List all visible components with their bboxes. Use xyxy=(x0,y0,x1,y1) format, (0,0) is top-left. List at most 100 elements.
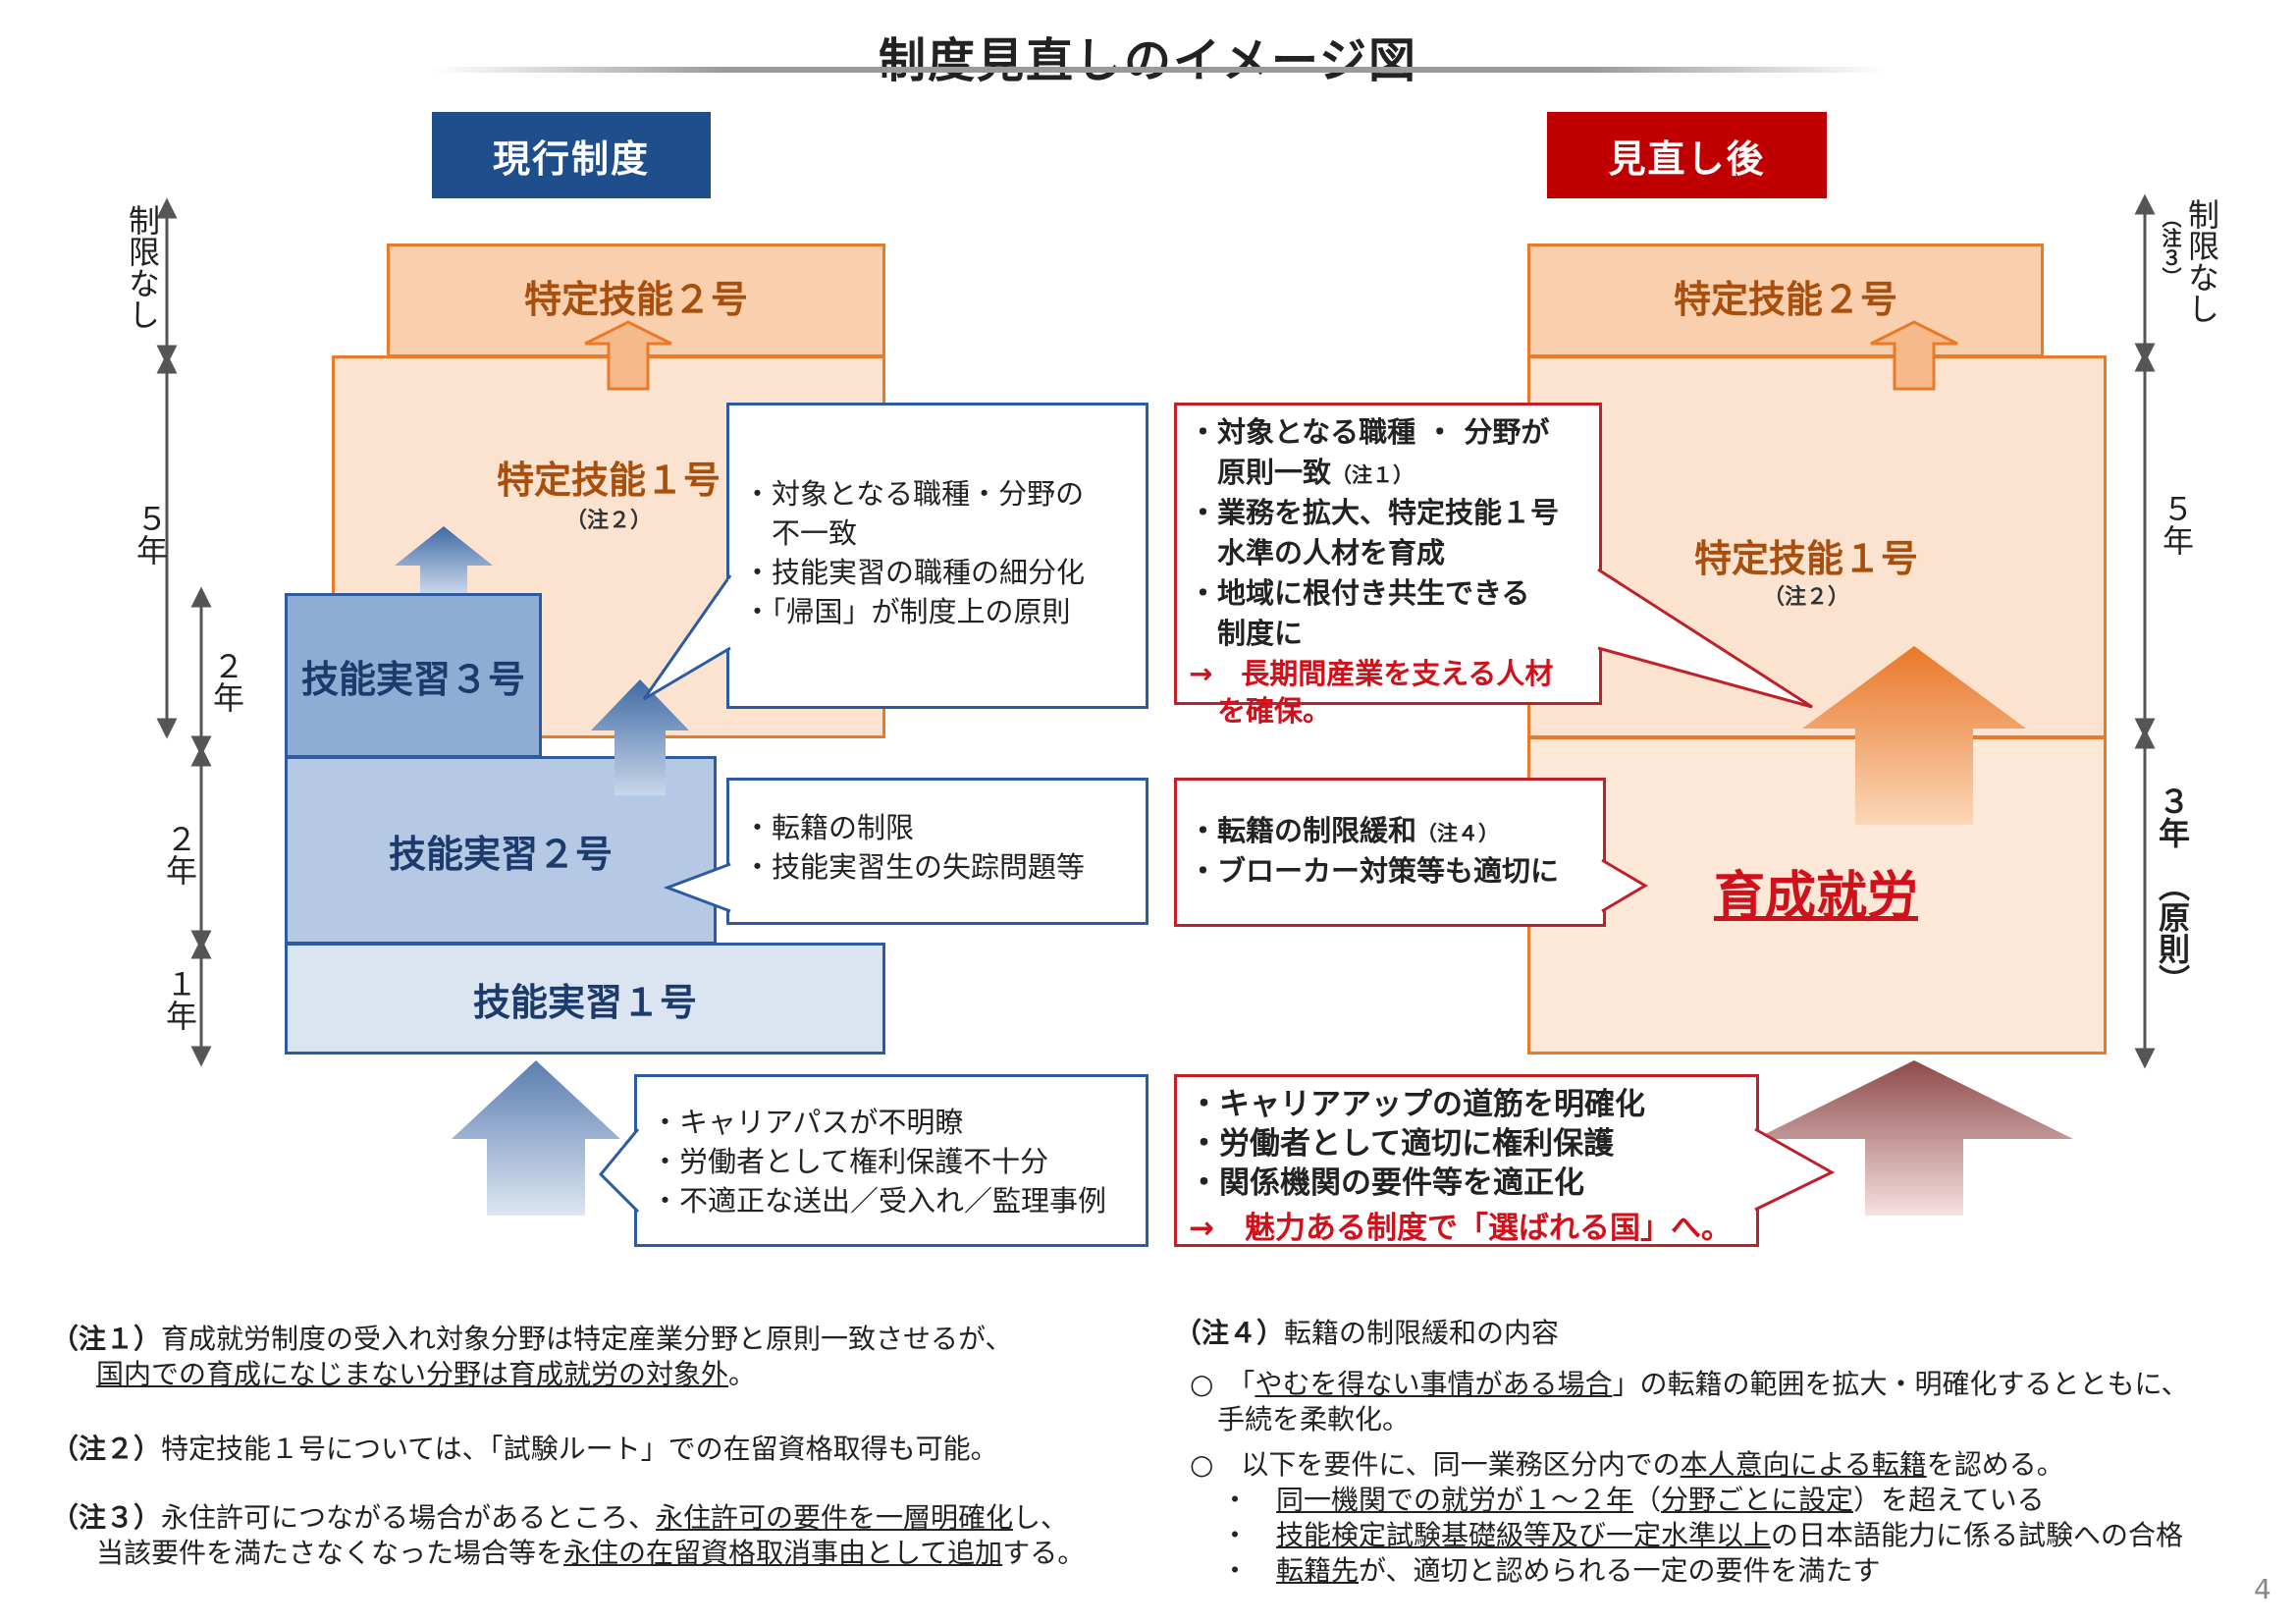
left-callout-top-line: ・「帰国」が制度上の原則 xyxy=(743,595,1071,628)
note-1-text: 育成就労制度の受入れ対象分野は特定産業分野と原則一致させるが、 xyxy=(161,1323,1013,1355)
left-duration-scale xyxy=(156,197,212,1067)
note-4-text: が、適切と認められる一定の要件を満たす xyxy=(1359,1554,1881,1587)
note-4-text: ・ xyxy=(1221,1519,1277,1551)
left-jisshu-1-label: 技能実習１号 xyxy=(472,980,697,1024)
title-underline xyxy=(432,67,1885,73)
note-1-end: 。 xyxy=(728,1358,757,1390)
left-jisshu-3-label: 技能実習３号 xyxy=(300,657,525,701)
left-duration-one: １年 xyxy=(161,968,198,1031)
note-4-text: ・ xyxy=(1221,1484,1277,1516)
right-callout-top-line: ・業務を拡大、特定技能１号 xyxy=(1189,496,1560,529)
right-duration-five: ５年 xyxy=(2158,493,2195,556)
right-callout-middle-line: ・転籍の制限緩和 xyxy=(1189,814,1417,847)
note-2-text: 特定技能１号については、「試験ルート」での在留資格取得も可能。 xyxy=(161,1433,998,1465)
left-tokutei-2-block: 特定技能２号 xyxy=(387,244,885,357)
note-4-point-2: ○ 以下を要件に、同一業務区分内での本人意向による転籍を認める。 xyxy=(1190,1447,2064,1483)
note-2: （注２）特定技能１号については、「試験ルート」での在留資格取得も可能。 xyxy=(51,1432,998,1467)
left-callout-bottom-line: ・労働者として権利保護不十分 xyxy=(651,1145,1049,1178)
note-4-bullet-3: ・ 転籍先が、適切と認められる一定の要件を満たす xyxy=(1221,1553,1880,1589)
left-callout-top: ・対象となる職種・分野の 不一致 ・技能実習の職種の細分化 ・「帰国」が制度上の… xyxy=(726,403,1148,709)
note-4-underlined: 技能検定試験基礎級等及び一定水準以上 xyxy=(1276,1519,1772,1551)
note-3-text: し、 xyxy=(1013,1501,1069,1534)
note-3-underlined: 永住許可の要件を一層明確化 xyxy=(656,1501,1014,1534)
note-2-label: （注２） xyxy=(51,1433,162,1465)
right-tokutei-1-note: （注２） xyxy=(1762,585,1849,610)
note-4-label: （注４） xyxy=(1174,1317,1285,1349)
note-1-label: （注１） xyxy=(51,1323,162,1355)
right-tokutei-1-label: 特定技能１号 xyxy=(1693,537,1918,580)
note-3-underlined: 永住の在留資格取消事由として追加 xyxy=(563,1537,1003,1569)
note-4-bullet-2: ・ 技能検定試験基礎級等及び一定水準以上の日本語能力に係る試験への合格 xyxy=(1221,1518,2183,1553)
left-callout-top-line: 不一致 xyxy=(743,516,858,550)
note-4-text: を認める。 xyxy=(1926,1448,2064,1481)
left-callout-bottom: ・キャリアパスが不明瞭 ・労働者として権利保護不十分 ・不適正な送出／受入れ／監… xyxy=(634,1074,1148,1247)
right-callout-top: ・対象となる職種 ・ 分野が 原則一致（注１） ・業務を拡大、特定技能１号 水準… xyxy=(1174,403,1602,728)
note-1-underlined: 国内での育成になじまない分野は育成就労の対象外 xyxy=(96,1358,729,1390)
right-callout-top-line: 制度に xyxy=(1189,617,1304,650)
right-tokutei-2-block: 特定技能２号 xyxy=(1527,244,2044,357)
note-3-label: （注３） xyxy=(51,1501,162,1534)
left-tokutei-1-label: 特定技能１号 xyxy=(496,459,721,502)
right-callout-middle-line: ・ブローカー対策等も適切に xyxy=(1189,854,1560,888)
note-4-underlined: 転籍先 xyxy=(1276,1554,1360,1587)
note-4-text: の日本語能力に係る試験への合格 xyxy=(1771,1519,2184,1551)
note-4: （注４）転籍の制限緩和の内容 xyxy=(1174,1316,1559,1351)
left-callout-middle-line: ・転籍の制限 xyxy=(743,811,915,844)
right-duration-three: ３年 xyxy=(2154,785,2191,848)
page-title: 制度見直しのイメージ図 xyxy=(878,33,1418,88)
left-duration-unlimited: 制限なし xyxy=(124,204,161,330)
right-duration-unlimited: 制限なし xyxy=(2183,198,2220,324)
right-callout-middle-note: （注４） xyxy=(1416,822,1500,845)
right-duration-three-note: （原則） xyxy=(2154,870,2191,996)
right-tokutei-2-label: 特定技能２号 xyxy=(1673,277,1897,321)
note-4-title: 転籍の制限緩和の内容 xyxy=(1284,1317,1560,1349)
note-4-text: 」の転籍の範囲を拡大・明確化するとともに、 xyxy=(1612,1368,2189,1400)
note-4-underlined: 分野ごとに設定 xyxy=(1661,1484,1854,1516)
note-3-text: する。 xyxy=(1002,1537,1086,1569)
note-4-text: ○ 「 xyxy=(1190,1368,1255,1400)
right-callout-top-note: （注１） xyxy=(1331,463,1415,487)
left-tokutei-1-note: （注２） xyxy=(564,509,652,533)
left-jisshu-2-label: 技能実習２号 xyxy=(388,832,613,876)
right-callout-top-conclusion: → 長期間産業を支える人材 xyxy=(1189,657,1554,690)
left-duration-two-b: ２年 xyxy=(161,823,198,886)
left-duration-five: ５年 xyxy=(132,503,169,566)
header-revised-system: 見直し後 xyxy=(1547,112,1827,198)
left-tokutei-2-label: 特定技能２号 xyxy=(523,277,748,321)
right-callout-top-conclusion: を確保。 xyxy=(1189,694,1332,728)
right-callout-top-line: 原則一致 xyxy=(1189,456,1332,489)
note-4-text: ・ xyxy=(1221,1554,1277,1587)
note-3-text: 当該要件を満たさなくなった場合等を xyxy=(96,1537,564,1569)
left-callout-middle-line: ・技能実習生の失踪問題等 xyxy=(743,850,1086,884)
right-callout-bottom-line: ・キャリアアップの道筋を明確化 xyxy=(1189,1087,1645,1122)
left-callout-bottom-line: ・不適正な送出／受入れ／監理事例 xyxy=(651,1184,1107,1218)
right-callout-bottom: ・キャリアアップの道筋を明確化 ・労働者として適切に権利保護 ・関係機関の要件等… xyxy=(1174,1074,1759,1247)
note-4-text: ○ 以下を要件に、同一業務区分内での xyxy=(1190,1448,1681,1481)
left-duration-two-a: ２年 xyxy=(208,650,245,713)
note-3-text: 永住許可につながる場合があるところ、 xyxy=(161,1501,657,1534)
right-callout-middle: ・転籍の制限緩和（注４） ・ブローカー対策等も適切に xyxy=(1174,778,1606,927)
left-jisshu-2-block: 技能実習２号 xyxy=(285,756,717,945)
left-callout-top-line: ・技能実習の職種の細分化 xyxy=(743,556,1086,589)
right-callout-bottom-line: ・労働者として適切に権利保護 xyxy=(1189,1126,1615,1162)
left-jisshu-1-block: 技能実習１号 xyxy=(285,943,885,1055)
left-jisshu-3-block: 技能実習３号 xyxy=(285,593,542,758)
note-4-text: （ xyxy=(1633,1484,1662,1516)
note-4-point-1: ○ 「やむを得ない事情がある場合」の転籍の範囲を拡大・明確化するとともに、 手続… xyxy=(1190,1367,2189,1437)
note-4-underlined: 同一機関での就労が１～２年 xyxy=(1276,1484,1634,1516)
left-callout-bottom-line: ・キャリアパスが不明瞭 xyxy=(651,1106,964,1139)
left-callout-top-line: ・対象となる職種・分野の xyxy=(743,477,1085,511)
left-callout-middle: ・転籍の制限 ・技能実習生の失踪問題等 xyxy=(726,778,1148,925)
header-current-system: 現行制度 xyxy=(432,112,711,198)
right-callout-bottom-conclusion: → 魅力ある制度で「選ばれる国」へ。 xyxy=(1189,1211,1732,1246)
note-4-underlined: 本人意向による転籍 xyxy=(1680,1448,1927,1481)
page-number: 4 xyxy=(2254,1573,2271,1605)
right-callout-top-line: 水準の人材を育成 xyxy=(1189,536,1446,569)
note-3: （注３）永住許可につながる場合があるところ、永住許可の要件を一層明確化し、 当該… xyxy=(51,1500,1085,1571)
right-callout-top-line: ・対象となる職種 ・ 分野が xyxy=(1189,415,1550,449)
note-1: （注１）育成就労制度の受入れ対象分野は特定産業分野と原則一致させるが、 国内での… xyxy=(51,1322,1012,1392)
right-callout-bottom-line: ・関係機関の要件等を適正化 xyxy=(1189,1165,1584,1201)
right-callout-top-line: ・地域に根付き共生できる xyxy=(1189,576,1530,610)
note-4-bullet-1: ・ 同一機関での就労が１～２年（分野ごとに設定）を超えている xyxy=(1221,1483,2045,1518)
